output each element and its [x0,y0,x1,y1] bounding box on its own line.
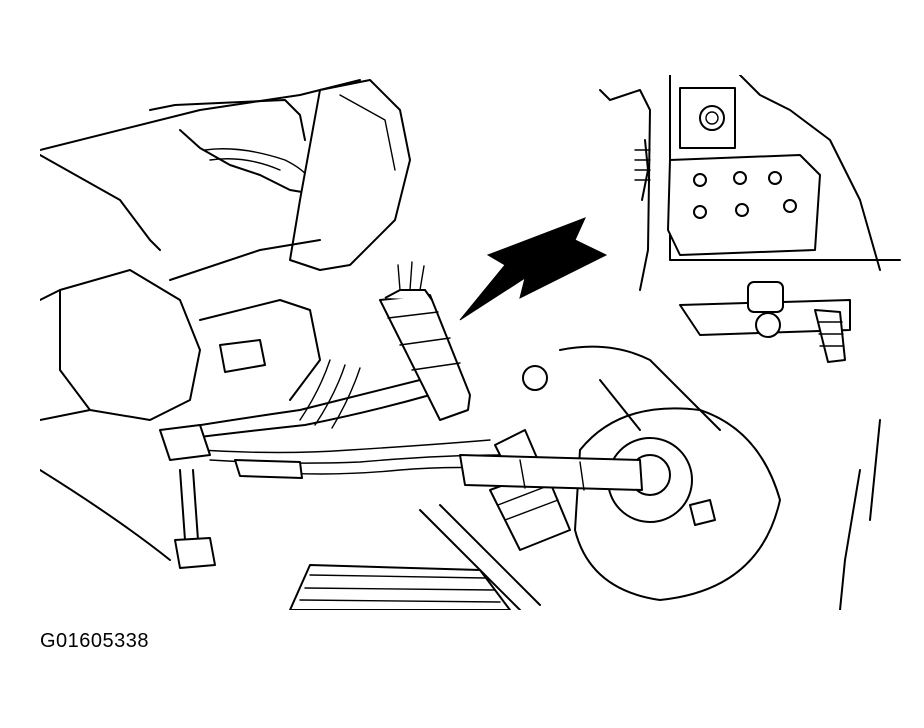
electrical-connector [379,261,471,421]
steering-shaft [459,345,781,601]
column-housing [40,79,411,421]
mounting-bracket [634,87,821,256]
lower-connector [489,429,571,551]
wire-harness [159,359,521,479]
switch-bracket [679,281,851,363]
pointer-arrow [459,217,608,321]
pedal-linkage [40,379,881,610]
figure-id-label: G01605338 [40,630,150,652]
